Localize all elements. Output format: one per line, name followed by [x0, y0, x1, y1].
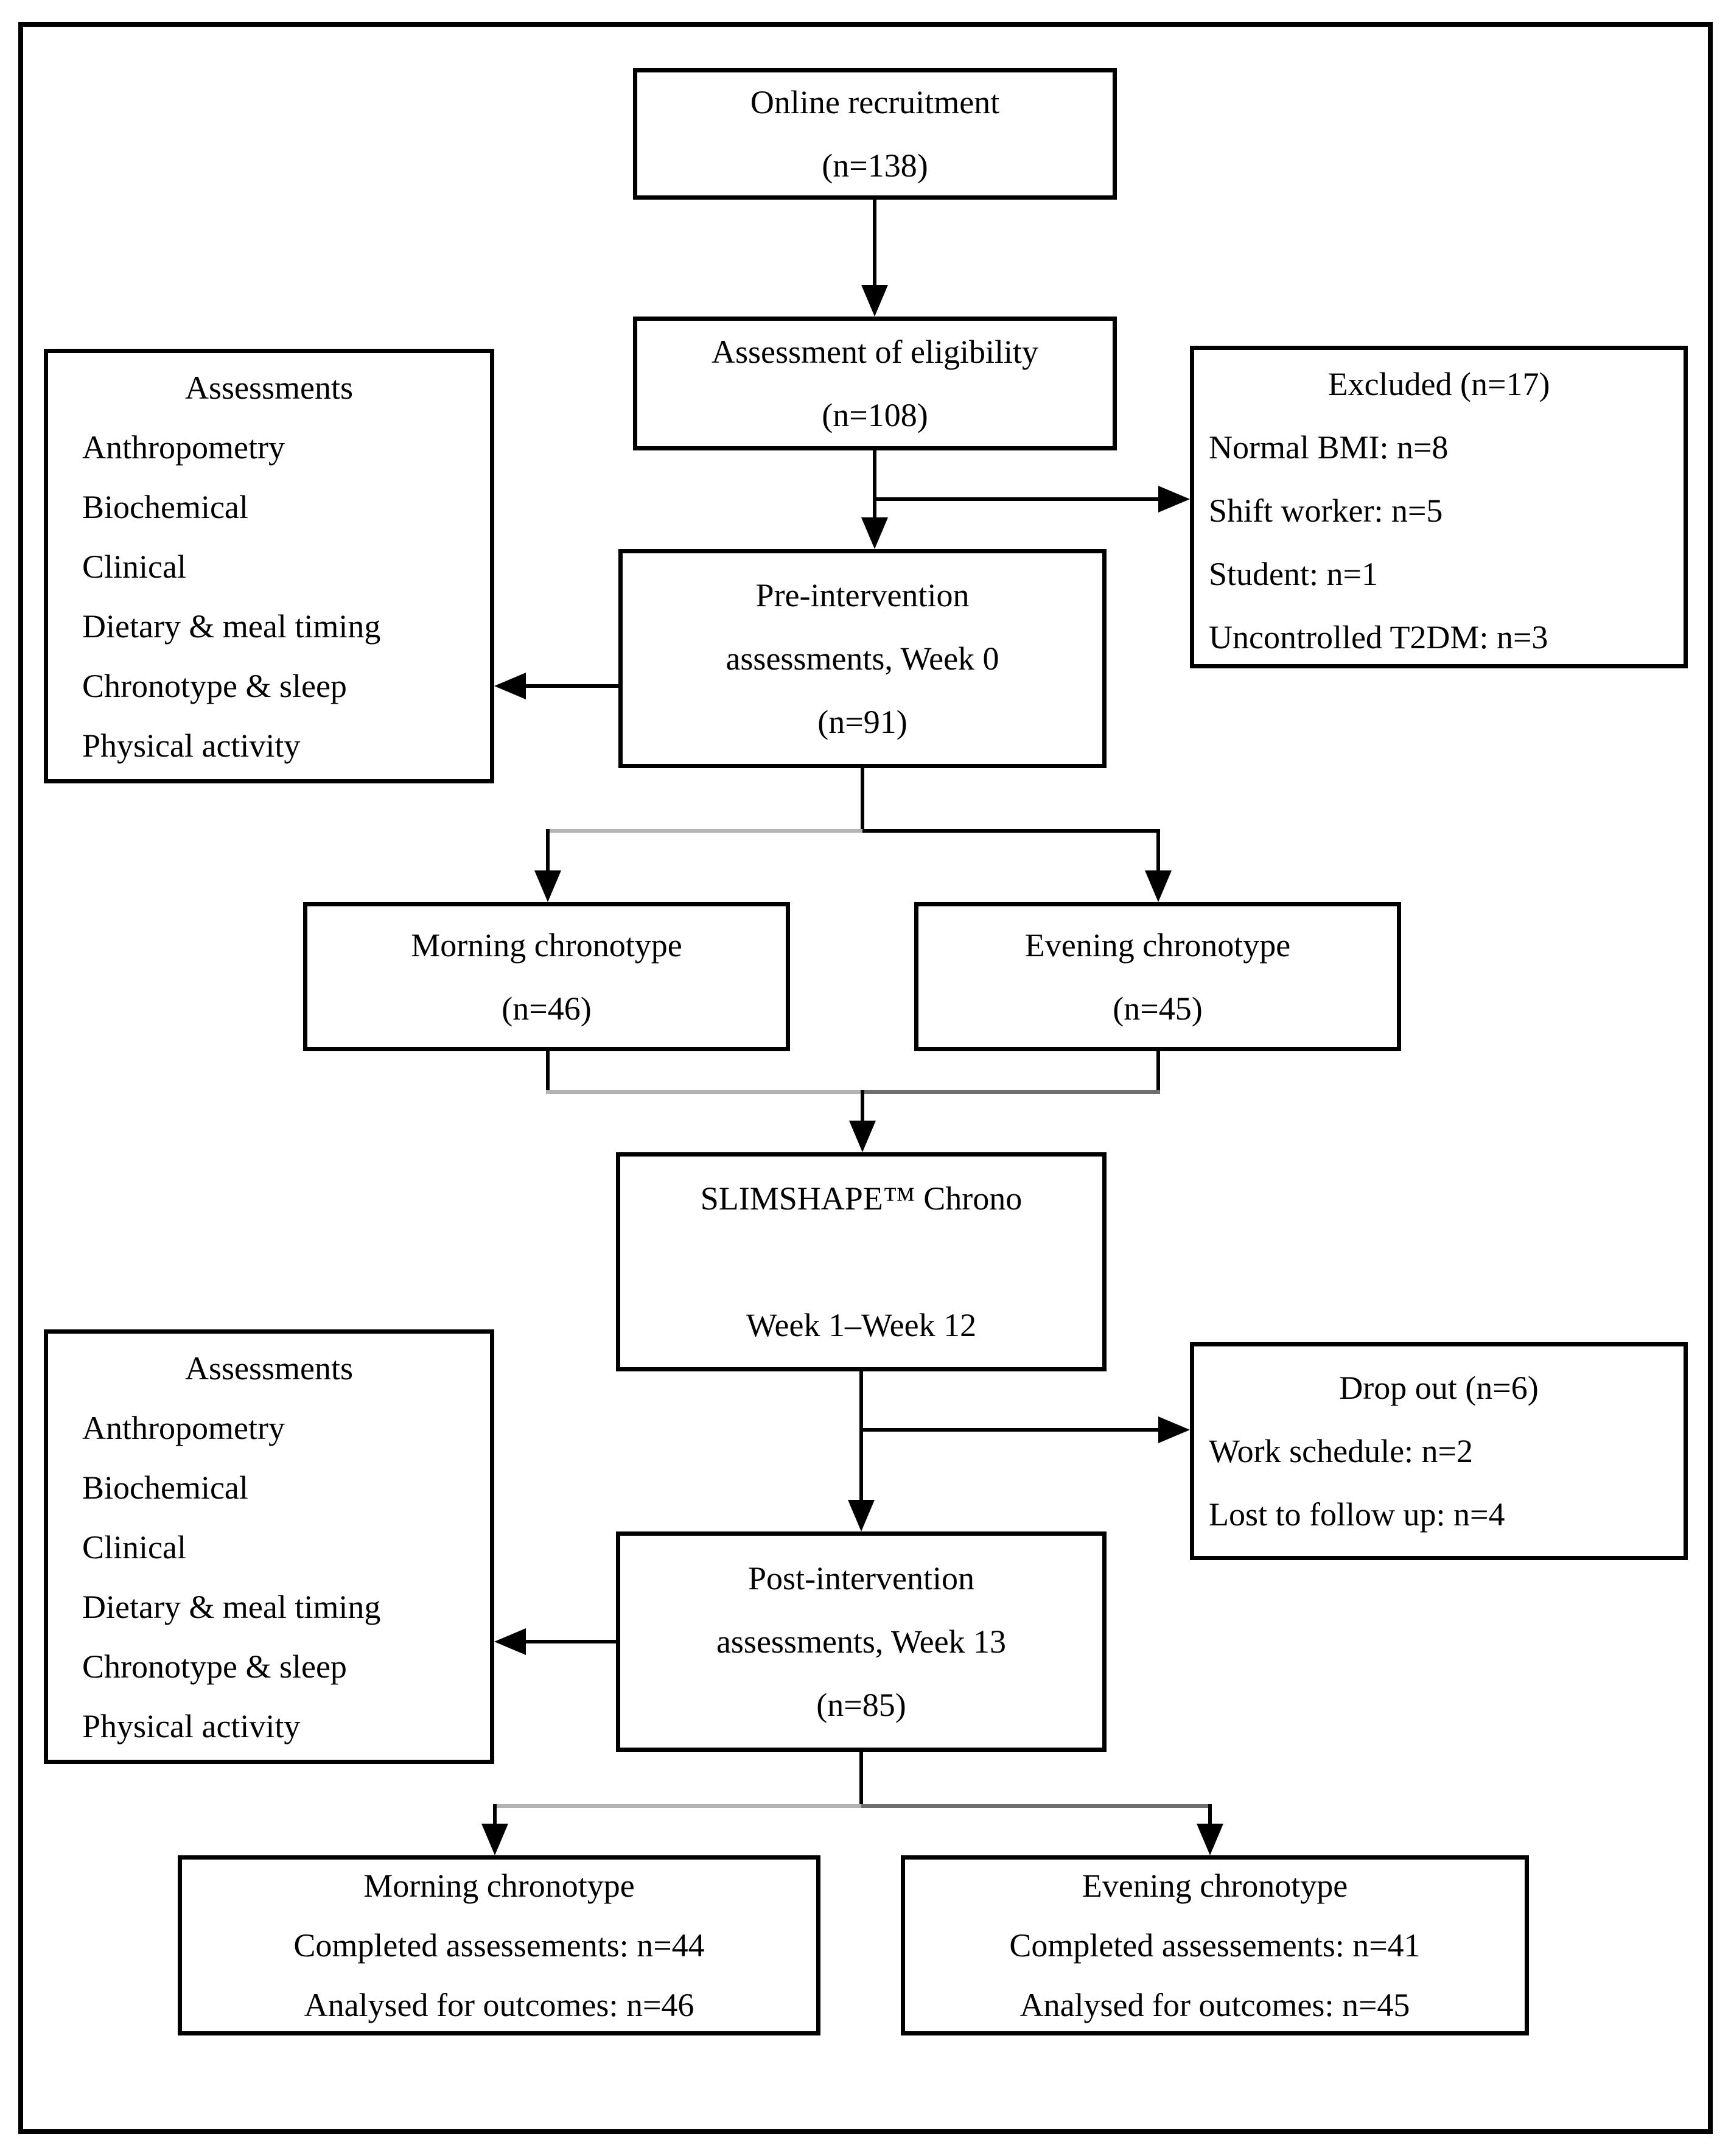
box-title: Assessments	[184, 1350, 353, 1387]
connector-line	[493, 1804, 497, 1825]
assessment-item: Biochemical	[82, 489, 248, 525]
connector-line	[1156, 1051, 1160, 1094]
box-title: Drop out (n=6)	[1339, 1370, 1539, 1406]
box-count: (n=108)	[822, 397, 928, 433]
arrowhead-down-icon	[861, 285, 888, 317]
excluded-item: Normal BMI: n=8	[1209, 429, 1449, 466]
box-assessments-bottom: Assessments Anthropometry Biochemical Cl…	[44, 1329, 494, 1764]
connector-line	[861, 1428, 1158, 1432]
assessment-item: Dietary & meal timing	[82, 608, 381, 645]
box-text: Post-intervention	[748, 1560, 974, 1597]
arrowhead-down-icon	[848, 1500, 875, 1531]
connector-line	[546, 829, 550, 872]
box-count: (n=138)	[822, 147, 928, 184]
assessment-item: Physical activity	[82, 1708, 301, 1745]
box-morning-outcome: Morning chronotype Completed assessement…	[178, 1855, 820, 2035]
arrowhead-left-icon	[494, 673, 526, 699]
connector-line	[859, 1752, 863, 1808]
arrowhead-down-icon	[534, 870, 561, 902]
connector-line	[861, 1804, 1210, 1808]
arrowhead-down-icon	[481, 1824, 508, 1855]
box-excluded: Excluded (n=17) Normal BMI: n=8 Shift wo…	[1190, 346, 1688, 668]
connector-line	[546, 1090, 862, 1094]
connector-line	[862, 1090, 1160, 1094]
box-pre-intervention: Pre-intervention assessments, Week 0 (n=…	[618, 549, 1107, 768]
arrowhead-right-icon	[1158, 1416, 1190, 1443]
arrowhead-down-icon	[1145, 870, 1172, 902]
box-text: Evening chronotype	[1024, 926, 1291, 964]
connector-line	[873, 200, 876, 287]
assessment-item: Anthropometry	[82, 429, 285, 466]
box-text: assessments, Week 0	[726, 640, 999, 677]
box-title: Excluded (n=17)	[1327, 366, 1550, 402]
connector-line	[875, 497, 1158, 501]
box-title: Assessments	[184, 369, 353, 406]
connector-line	[862, 829, 1160, 833]
assessment-item: Clinical	[82, 548, 186, 585]
connector-line	[861, 1090, 864, 1122]
box-text: SLIMSHAPE™ Chrono	[700, 1180, 1023, 1217]
arrowhead-right-icon	[1158, 486, 1190, 513]
assessment-item: Dietary & meal timing	[82, 1589, 381, 1625]
connector-line	[493, 1804, 861, 1808]
box-evening-chronotype: Evening chronotype (n=45)	[914, 902, 1401, 1051]
connector-line	[861, 768, 864, 833]
connector-line	[1156, 829, 1160, 872]
box-text: assessments, Week 13	[716, 1623, 1007, 1660]
box-online-recruitment: Online recruitment (n=138)	[633, 68, 1117, 200]
box-post-intervention: Post-intervention assessments, Week 13 (…	[616, 1531, 1107, 1752]
dropout-item: Work schedule: n=2	[1209, 1433, 1474, 1469]
box-text: Analysed for outcomes: n=45	[1019, 1987, 1410, 2023]
box-text: Evening chronotype	[1082, 1867, 1348, 1904]
box-text: Assessment of eligibility	[712, 334, 1038, 370]
arrowhead-down-icon	[849, 1121, 876, 1152]
arrowhead-down-icon	[861, 517, 888, 549]
connector-line	[546, 1051, 550, 1094]
arrowhead-down-icon	[1197, 1824, 1223, 1855]
connector-line	[873, 450, 876, 519]
box-text: Morning chronotype	[363, 1867, 635, 1904]
dropout-item: Lost to follow up: n=4	[1209, 1496, 1505, 1533]
box-count: (n=45)	[1113, 990, 1203, 1027]
connector-line	[1208, 1804, 1212, 1825]
box-morning-chronotype: Morning chronotype (n=46)	[303, 902, 790, 1051]
box-text: Morning chronotype	[411, 926, 682, 964]
arrowhead-left-icon	[494, 1628, 526, 1655]
assessment-item: Anthropometry	[82, 1410, 285, 1446]
box-text: Completed assessements: n=44	[293, 1927, 705, 1964]
connector-line	[526, 684, 618, 688]
connector-line	[859, 1371, 863, 1501]
box-count: (n=91)	[817, 704, 907, 740]
box-assessments-top: Assessments Anthropometry Biochemical Cl…	[44, 349, 494, 783]
box-dropout: Drop out (n=6) Work schedule: n=2 Lost t…	[1190, 1342, 1688, 1560]
box-text: Pre-intervention	[755, 577, 970, 614]
assessment-item: Chronotype & sleep	[82, 668, 347, 704]
excluded-item: Shift worker: n=5	[1209, 492, 1443, 529]
excluded-item: Uncontrolled T2DM: n=3	[1209, 619, 1548, 656]
assessment-item: Physical activity	[82, 727, 301, 764]
box-assessment-of-eligibility: Assessment of eligibility (n=108)	[633, 317, 1117, 450]
assessment-item: Biochemical	[82, 1469, 248, 1506]
assessment-item: Clinical	[82, 1529, 186, 1566]
box-count: (n=46)	[502, 990, 592, 1027]
excluded-item: Student: n=1	[1209, 556, 1378, 592]
connector-line	[526, 1640, 616, 1643]
box-text: Analysed for outcomes: n=46	[304, 1987, 694, 2023]
box-slimshape-chrono: SLIMSHAPE™ Chrono Week 1–Week 12	[616, 1152, 1107, 1371]
connector-line	[546, 829, 862, 833]
box-text: Online recruitment	[750, 84, 1000, 121]
assessment-item: Chronotype & sleep	[82, 1648, 347, 1685]
box-evening-outcome: Evening chronotype Completed assessement…	[901, 1855, 1529, 2035]
box-count: (n=85)	[816, 1687, 906, 1723]
box-text: Week 1–Week 12	[746, 1307, 977, 1343]
box-text: Completed assessements: n=41	[1009, 1927, 1421, 1964]
